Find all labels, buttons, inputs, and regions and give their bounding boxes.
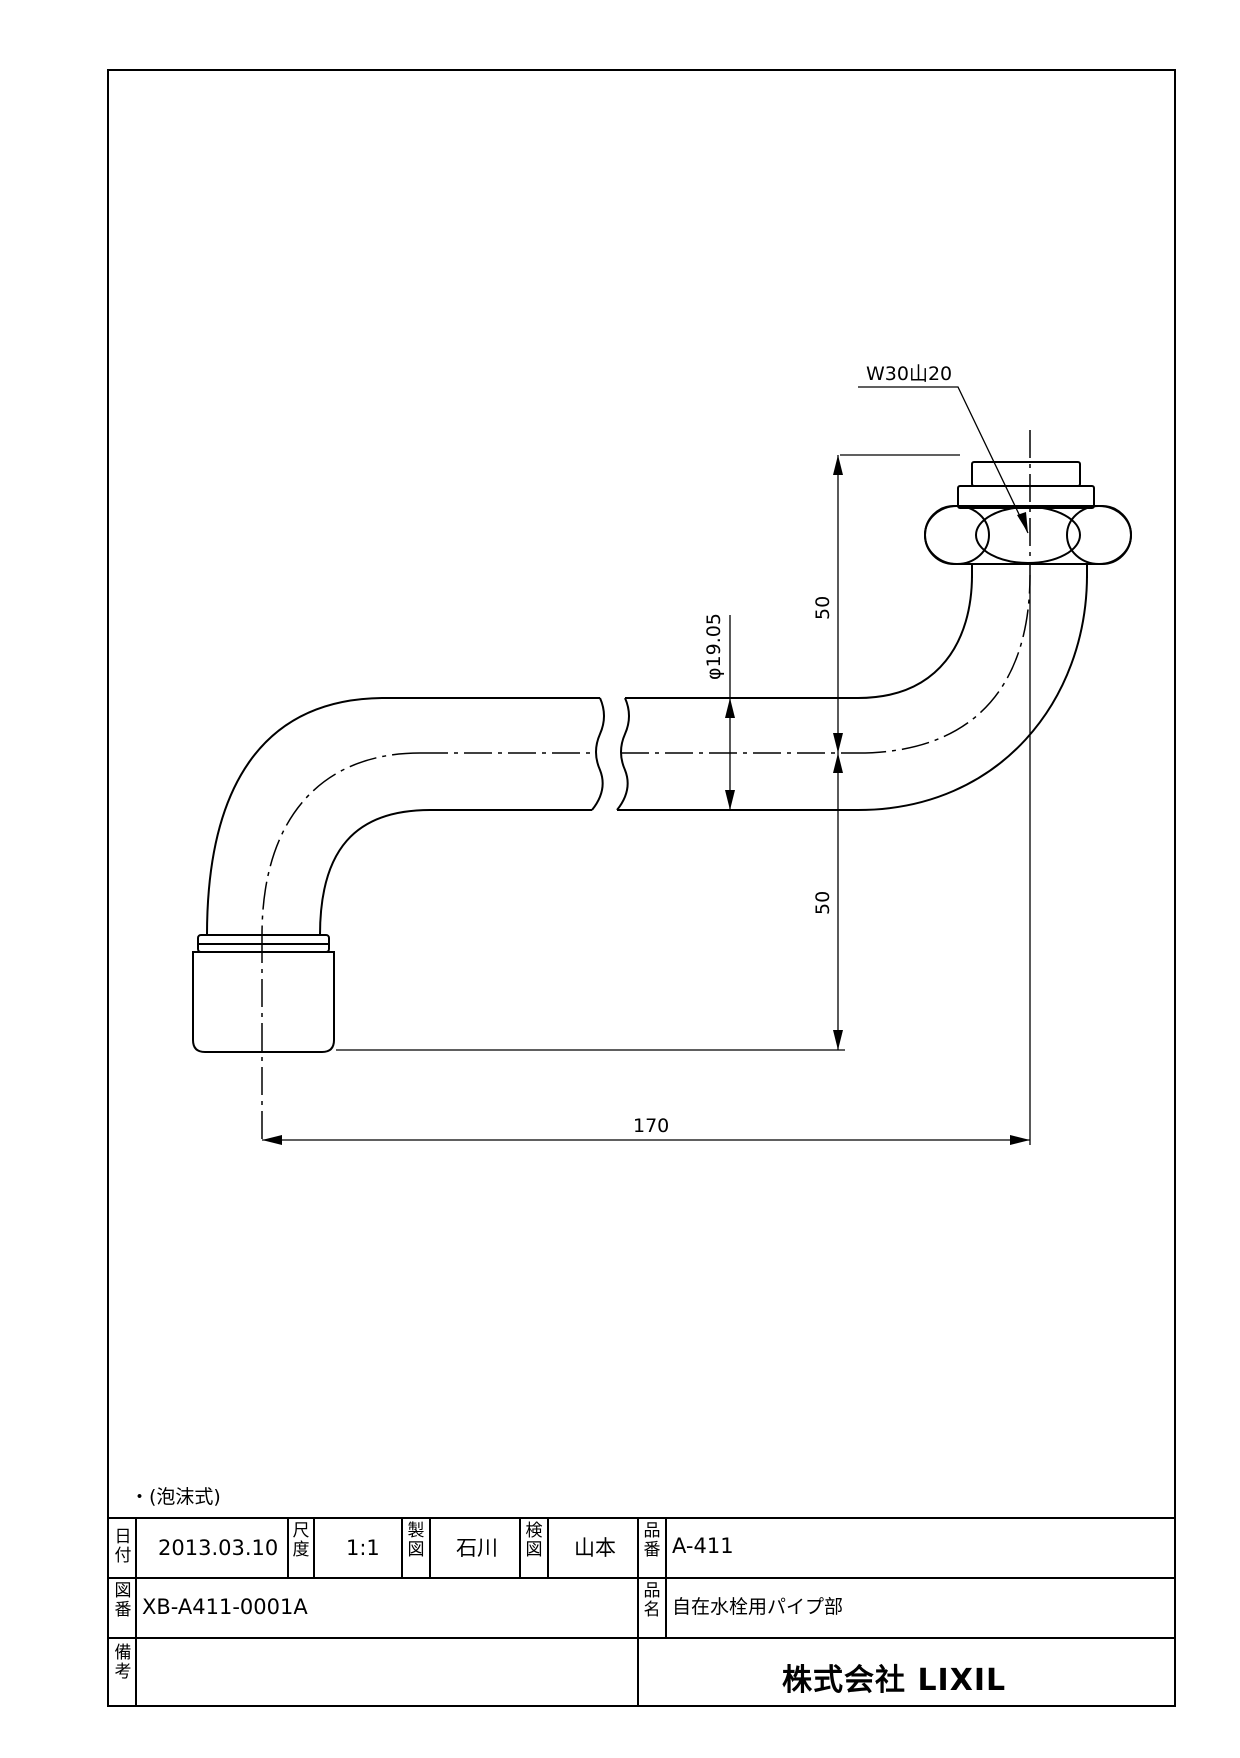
part-name-value: 自在水栓用パイプ部	[672, 1596, 844, 1618]
checker-value: 山本	[574, 1536, 616, 1560]
drawing-no-value: XB-A411-0001A	[142, 1595, 308, 1619]
drafter-value: 石川	[456, 1536, 498, 1560]
checker-label: 検図	[525, 1521, 543, 1560]
part-no-value: A-411	[672, 1534, 734, 1558]
drafter-label: 製図	[407, 1521, 425, 1560]
length-dimension: 170	[633, 1115, 669, 1137]
aerator-nozzle	[192, 934, 335, 1053]
scale-label: 尺度	[292, 1521, 310, 1560]
drawing-frame	[107, 69, 1176, 1707]
part-no-label: 品番	[643, 1521, 661, 1560]
height-upper-dimension: 50	[812, 596, 834, 620]
thread-dimension: W30山20	[866, 363, 952, 385]
pipe-outline	[206, 574, 1088, 936]
remarks-label: 備考	[114, 1643, 132, 1682]
dimension-arrows	[262, 455, 1030, 1145]
date-value: 2013.03.10	[158, 1536, 279, 1560]
swivel-nut	[924, 461, 1132, 578]
diameter-dimension: φ19.05	[703, 613, 725, 680]
dimension-lines	[262, 386, 1031, 1145]
company-logo: 株式会社 LIXIL	[782, 1663, 1007, 1698]
centerlines	[261, 430, 1031, 1145]
part-name-label: 品名	[643, 1581, 661, 1620]
height-lower-dimension: 50	[812, 891, 834, 915]
foam-type-note: ・(泡沫式)	[130, 1486, 221, 1508]
scale-value: 1:1	[346, 1536, 380, 1560]
title-block-grid	[108, 1517, 1175, 1706]
date-label: 日付	[114, 1527, 132, 1566]
drawing-no-label: 図番	[114, 1581, 132, 1620]
